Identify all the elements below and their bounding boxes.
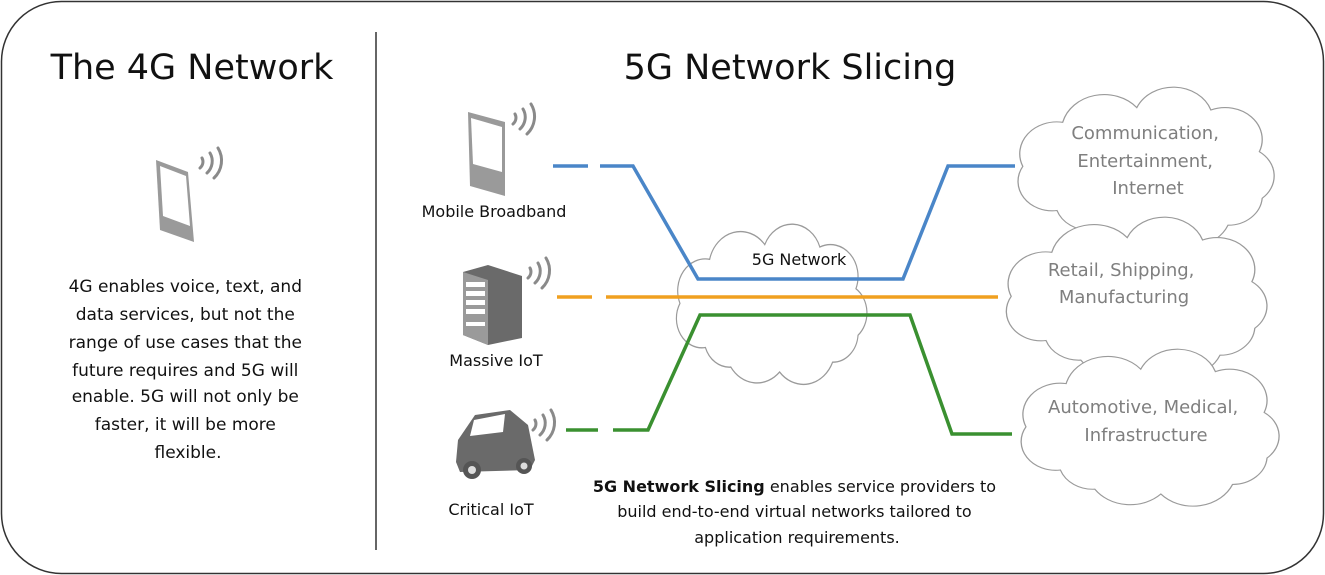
device-label-mobile-broadband: Mobile Broadband	[422, 202, 567, 221]
core-cloud-label: 5G Network	[752, 250, 847, 269]
caption: 5G Network Slicing enables service provi…	[593, 477, 1001, 547]
destination-label-3: Automotive, Medical, Infrastructure	[1048, 397, 1244, 446]
vending-machine-wireless-icon	[463, 256, 551, 345]
4g-description: 4G enables voice, text, and data service…	[69, 277, 308, 463]
tablet-wireless-icon-4g	[156, 146, 223, 242]
destination-label-2: Retail, Shipping, Manufacturing	[1048, 260, 1200, 308]
car-wireless-icon	[456, 408, 556, 479]
destination-label-1: Communication, Entertainment, Internet	[1071, 123, 1224, 199]
tablet-wireless-icon	[468, 102, 536, 196]
device-label-critical-iot: Critical IoT	[448, 500, 534, 519]
title-5g: 5G Network Slicing	[624, 48, 957, 88]
slice-line-mobile-broadband	[553, 164, 1015, 281]
title-4g: The 4G Network	[50, 48, 335, 88]
slice-line-critical-iot	[566, 313, 1012, 436]
device-label-massive-iot: Massive IoT	[449, 351, 543, 370]
